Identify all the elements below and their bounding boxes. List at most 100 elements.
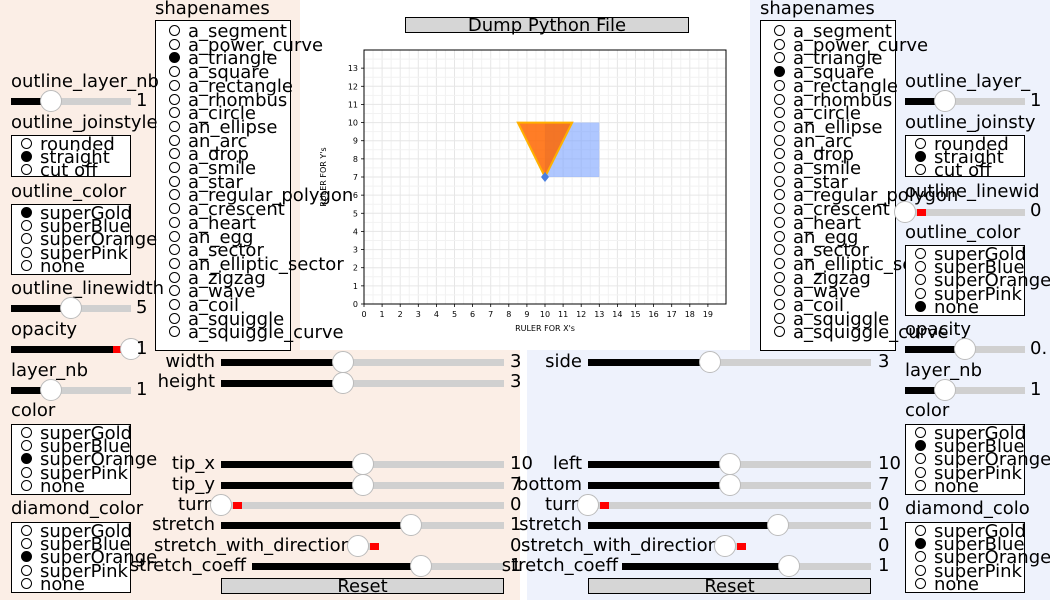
right-shape-option-a-squiggle[interactable]: a_squiggle — [774, 310, 889, 329]
square-stretch-slider[interactable] — [588, 514, 871, 536]
left-shape-option-a-heart[interactable]: a_heart — [169, 214, 256, 233]
slider-handle[interactable] — [331, 372, 354, 394]
outline-color-option-superpink[interactable]: superPink — [21, 244, 128, 263]
square-reset-button[interactable]: Reset — [588, 578, 871, 596]
outline-joinstyle-option-cut-off[interactable]: cut off — [21, 162, 98, 180]
dump-python-file-button[interactable]: Dump Python File — [405, 17, 689, 35]
square-stretch-with-direction-slider[interactable] — [714, 535, 746, 557]
color-option-none[interactable]: none — [21, 477, 85, 496]
slider-handle[interactable] — [39, 379, 62, 401]
color-option-supergold[interactable]: superGold — [21, 425, 132, 443]
diamond-color-option-superblue[interactable]: superBlue — [21, 536, 131, 554]
right-shape-option-a-wave[interactable]: a_wave — [774, 283, 861, 301]
slider-handle[interactable] — [714, 535, 736, 557]
left-shape-option-an-egg[interactable]: an_egg — [169, 228, 253, 247]
outline-joinstyle-option-straight[interactable]: straight — [21, 149, 110, 167]
left-shape-option-a-drop[interactable]: a_drop — [169, 146, 249, 164]
right-shape-option-a-rectangle[interactable]: a_rectangle — [774, 77, 898, 96]
right-diamond-color-option-superblue[interactable]: superBlue — [915, 536, 1025, 554]
right-shape-option-a-sector[interactable]: a_sector — [774, 242, 869, 260]
slider-handle[interactable] — [331, 351, 354, 373]
right-outline-color-option-none[interactable]: none — [915, 298, 979, 317]
right-diamond-color-option-none[interactable]: none — [915, 575, 979, 594]
slider-handle[interactable] — [894, 201, 916, 223]
left-shape-option-a-circle[interactable]: a_circle — [169, 105, 256, 123]
right-shape-option-a-regular-polygon[interactable]: a_regular_polygon — [774, 187, 958, 205]
left-shape-option-a-segment[interactable]: a_segment — [169, 23, 287, 41]
slider-handle[interactable] — [698, 351, 721, 373]
tip-y-slider[interactable] — [221, 474, 504, 496]
right-shape-option-an-egg[interactable]: an_egg — [774, 228, 858, 247]
right-color-option-supergold[interactable]: superGold — [915, 425, 1026, 443]
slider-handle[interactable] — [718, 474, 741, 496]
left-shape-option-a-triangle[interactable]: a_triangle — [169, 50, 277, 68]
left-shape-option-a-coil[interactable]: a_coil — [169, 297, 239, 315]
tip-x-slider[interactable] — [221, 453, 504, 475]
outline-layer-nb-slider[interactable] — [11, 90, 131, 112]
diamond-color-option-supergold[interactable]: superGold — [21, 523, 132, 541]
color-option-superorange[interactable]: superOrange — [21, 451, 157, 469]
left-shape-option-a-squiggle[interactable]: a_squiggle — [169, 310, 284, 329]
right-outline-joinstyle-option-cut-off[interactable]: cut off — [915, 162, 992, 180]
left-shape-option-a-crescent[interactable]: a_crescent — [169, 201, 285, 219]
right-shape-option-a-heart[interactable]: a_heart — [774, 214, 861, 233]
diamond-color-option-none[interactable]: none — [21, 575, 85, 594]
right-outline-color-option-supergold[interactable]: superGold — [915, 246, 1026, 264]
slider-handle[interactable] — [954, 338, 976, 360]
turn-slider[interactable] — [210, 494, 504, 516]
left-shape-option-a-rhombus[interactable]: a_rhombus — [169, 91, 287, 110]
slider-handle[interactable] — [718, 453, 741, 475]
right-shape-option-a-crescent[interactable]: a_crescent — [774, 201, 890, 219]
outline-joinstyle-option-rounded[interactable]: rounded — [21, 136, 115, 154]
right-outline-linewidth-slider[interactable] — [894, 201, 1025, 223]
square-turn-slider[interactable] — [577, 494, 871, 516]
slider-handle[interactable] — [210, 494, 232, 516]
color-option-superblue[interactable]: superBlue — [21, 438, 131, 456]
right-diamond-color-option-superpink[interactable]: superPink — [915, 562, 1022, 581]
right-outline-joinstyle-option-rounded[interactable]: rounded — [915, 136, 1009, 154]
slider-handle[interactable] — [351, 453, 374, 475]
slider-handle[interactable] — [409, 555, 432, 577]
right-shape-option-a-star[interactable]: a_star — [774, 173, 848, 192]
slider-handle[interactable] — [766, 514, 789, 536]
width-slider[interactable] — [221, 351, 504, 373]
left-shape-option-a-sector[interactable]: a_sector — [169, 242, 264, 260]
color-option-superpink[interactable]: superPink — [21, 464, 128, 483]
triangle-reset-button[interactable]: Reset — [221, 578, 504, 596]
right-shape-option-a-triangle[interactable]: a_triangle — [774, 50, 882, 68]
right-shape-option-a-squiggle-curve[interactable]: a_squiggle_curve — [774, 324, 949, 342]
slider-handle[interactable] — [577, 494, 599, 516]
right-opacity-slider[interactable] — [905, 338, 1025, 360]
stretch-coeff-slider[interactable] — [252, 555, 504, 577]
left-shape-option-a-zigzag[interactable]: a_zigzag — [169, 269, 266, 288]
left-shape-option-an-ellipse[interactable]: an_ellipse — [169, 118, 277, 137]
right-shape-option-a-coil[interactable]: a_coil — [774, 297, 844, 315]
height-slider[interactable] — [221, 372, 504, 394]
right-shape-option-an-arc[interactable]: an_arc — [774, 132, 852, 151]
right-diamond-color-option-superorange[interactable]: superOrange — [915, 549, 1050, 567]
slider-handle[interactable] — [351, 474, 374, 496]
slider-handle[interactable] — [399, 514, 422, 536]
opacity-slider[interactable] — [11, 338, 142, 360]
right-layer-nb-slider[interactable] — [905, 379, 1025, 401]
left-shape-option-a-rectangle[interactable]: a_rectangle — [169, 77, 293, 96]
outline-color-option-none[interactable]: none — [21, 257, 85, 276]
bottom-slider[interactable] — [588, 474, 871, 496]
right-outline-joinstyle-option-straight[interactable]: straight — [915, 149, 1004, 167]
layer-nb-slider[interactable] — [11, 379, 131, 401]
slider-handle[interactable] — [933, 90, 956, 112]
left-slider[interactable] — [588, 453, 871, 475]
right-color-option-superpink[interactable]: superPink — [915, 464, 1022, 483]
right-color-option-superorange[interactable]: superOrange — [915, 451, 1050, 469]
left-shape-option-an-arc[interactable]: an_arc — [169, 132, 247, 151]
right-shape-option-a-rhombus[interactable]: a_rhombus — [774, 91, 892, 110]
right-color-option-superblue[interactable]: superBlue — [915, 438, 1025, 456]
outline-color-option-superorange[interactable]: superOrange — [21, 231, 157, 249]
slider-handle[interactable] — [60, 297, 82, 319]
right-shape-option-a-power-curve[interactable]: a_power_curve — [774, 36, 928, 55]
slider-handle[interactable] — [39, 90, 62, 112]
right-shape-option-a-square[interactable]: a_square — [774, 64, 874, 82]
left-shape-option-a-smile[interactable]: a_smile — [169, 160, 256, 178]
outline-color-option-supergold[interactable]: superGold — [21, 205, 132, 223]
right-diamond-color-option-supergold[interactable]: superGold — [915, 523, 1026, 541]
